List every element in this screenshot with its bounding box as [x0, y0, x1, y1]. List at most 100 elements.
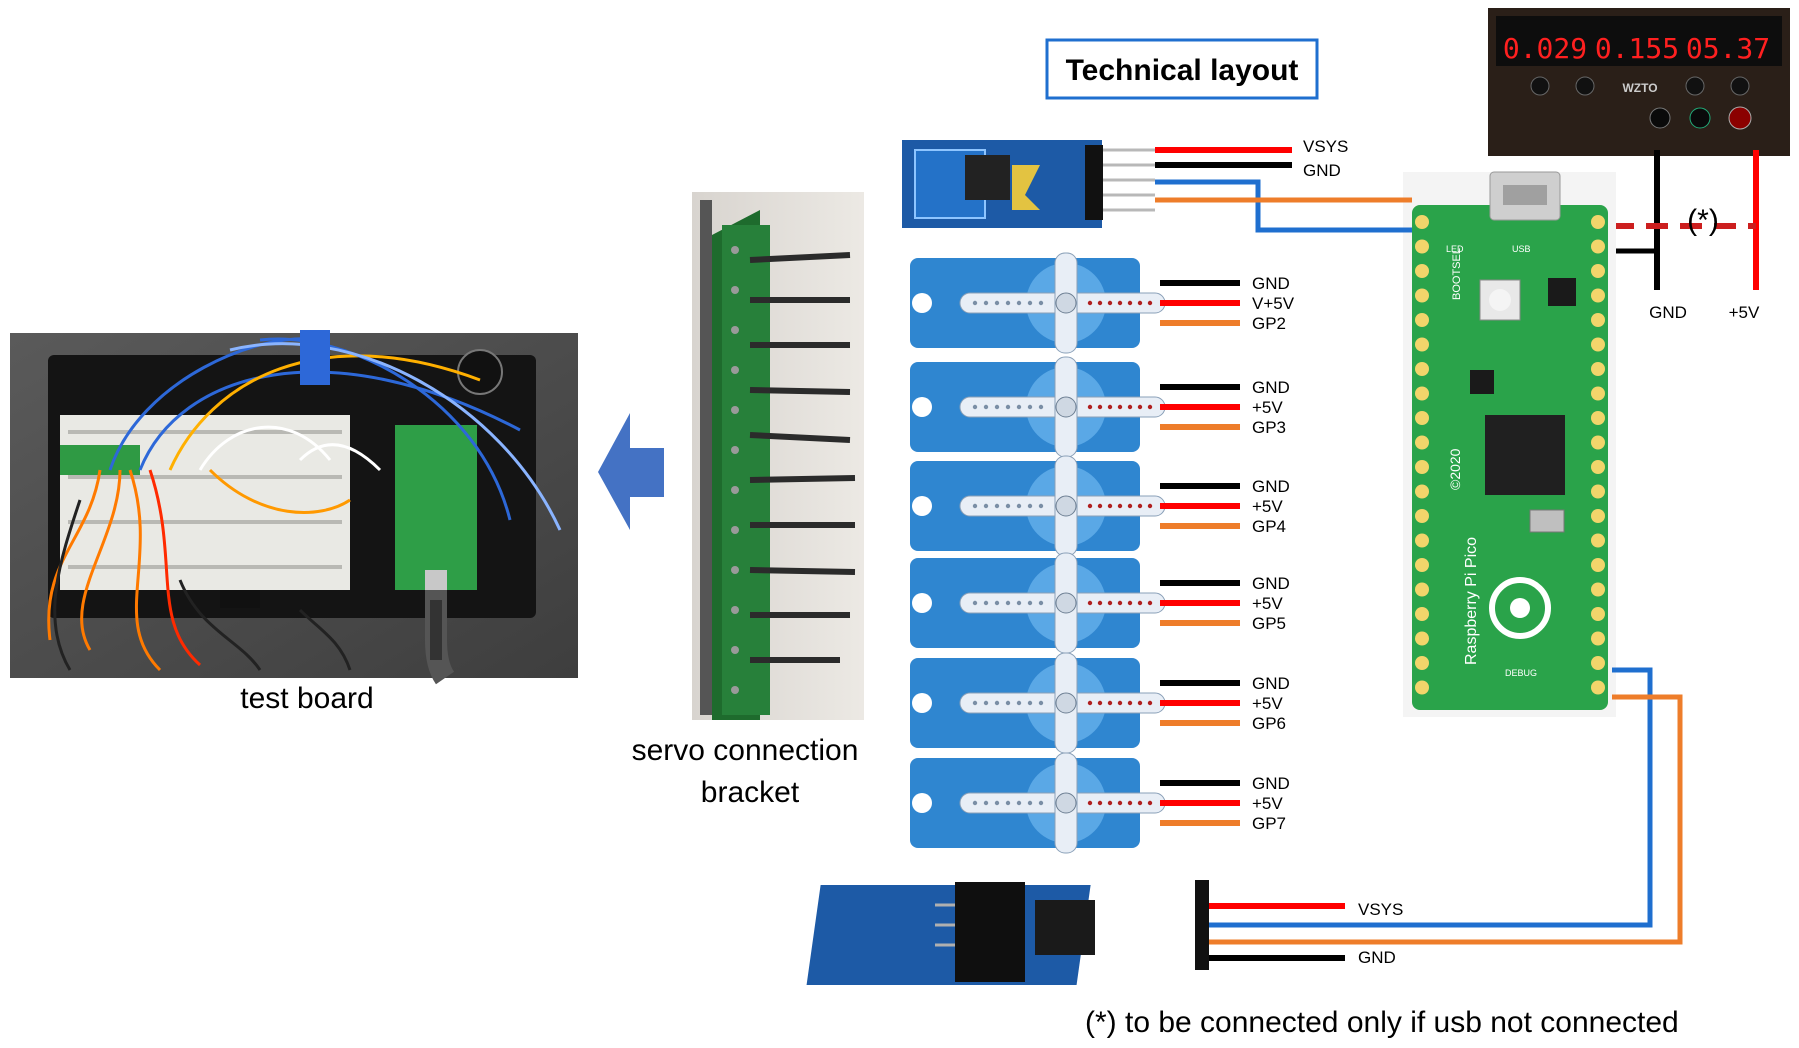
servo-horn-hole: [972, 503, 978, 509]
pico-pin: [1591, 509, 1605, 523]
pico-pin: [1591, 313, 1605, 327]
servo-horn-hole: [994, 300, 1000, 306]
servo-pin-label: GND: [1252, 674, 1290, 693]
servo-horn-hole: [994, 700, 1000, 706]
eeprom-scl-label: SCL: [1160, 931, 1181, 943]
servo-horn-hole: [994, 503, 1000, 509]
servo-horn-hole: [1087, 600, 1093, 606]
eeprom-module: VCC SCL SDA GND: [806, 880, 1209, 985]
bt-tx-wire: [1155, 179, 1412, 233]
optional-link-mark: (*): [1687, 204, 1719, 237]
servo-horn-hole: [1005, 700, 1011, 706]
servo-horn-hole: [1107, 503, 1113, 509]
servo-horn-hole: [972, 800, 978, 806]
servo-pin-label: GP3: [1252, 418, 1286, 437]
servo-mount-hole: [912, 293, 932, 313]
pico-pin: [1415, 435, 1429, 450]
servo-horn-hole: [1005, 404, 1011, 410]
servo-horn-hole: [1147, 503, 1153, 509]
servo-horn-hole: [1117, 404, 1123, 410]
servo-horn-hole: [1016, 700, 1022, 706]
servo-pin-label: +5V: [1252, 794, 1283, 813]
servo-horn-hole: [1016, 503, 1022, 509]
pico-pin: [1415, 582, 1429, 597]
servo-horn-hole: [983, 600, 989, 606]
servo-pin-label: GP5: [1252, 614, 1286, 633]
pico-pin: [1415, 386, 1429, 401]
eeprom-vcc-label: VCC: [1160, 911, 1183, 923]
servo-horn-hole: [983, 800, 989, 806]
servo-horn-hole: [1097, 700, 1103, 706]
psu-gnd-label: GND: [1649, 303, 1687, 322]
servo-horn-hole: [1147, 300, 1153, 306]
servo-horn-hole: [1127, 300, 1133, 306]
pico-pin: [1591, 288, 1605, 303]
servo-horn-hole: [1137, 600, 1143, 606]
servo-horn-hole: [1005, 503, 1011, 509]
test-board-caption: test board: [240, 682, 373, 715]
pico-pin: [1591, 264, 1605, 278]
pico-led-label: LED: [1446, 244, 1464, 254]
footnote: (*) to be connected only if usb not conn…: [1085, 1006, 1679, 1039]
pico-pin: [1415, 680, 1429, 695]
pico-pin: [1415, 239, 1429, 254]
servo-horn-hole: [1087, 700, 1093, 706]
servo-horn-hole: [1097, 600, 1103, 606]
servo-horn-hole: [1127, 404, 1133, 410]
pico-pin: [1591, 215, 1605, 229]
servo-horn-hole: [1117, 800, 1123, 806]
pico-pin: [1591, 239, 1605, 254]
pico-pin: [1415, 656, 1429, 670]
bt-vsys-label: VSYS: [1303, 137, 1348, 156]
servo-horn-hole: [1097, 404, 1103, 410]
pico-pin: [1415, 558, 1429, 572]
pico-pin: [1591, 582, 1605, 597]
servo-horn-hole: [994, 404, 1000, 410]
servo-horn-hole: [1027, 503, 1033, 509]
title-box: [1045, 38, 1319, 100]
pico-pin: [1415, 313, 1429, 327]
servo-horn-hole: [1005, 800, 1011, 806]
psu-display-power: 05.37: [1686, 32, 1770, 65]
servo-pin-label: GP4: [1252, 517, 1286, 536]
servo-horn-hole: [1137, 800, 1143, 806]
pico-pin: [1415, 484, 1429, 499]
pico-name-label: Raspberry Pi Pico: [1463, 537, 1480, 665]
pico-pin: [1591, 533, 1605, 548]
pico-pin: [1591, 631, 1605, 646]
servo-horn-hole: [1087, 800, 1093, 806]
servo-horn-hole: [1107, 700, 1113, 706]
servo-horn-hole: [1107, 404, 1113, 410]
pico-pin: [1591, 607, 1605, 621]
servo-stack: GNDV+5VGP2GND+5VGP3GND+5VGP4GND+5VGP5GND…: [910, 252, 1295, 854]
servo-horn-hole: [983, 503, 989, 509]
servo-horn-hole: [1127, 800, 1133, 806]
eeprom-vsys-pin-label: VSYS: [1358, 900, 1403, 919]
servo-horn-hole: [983, 404, 989, 410]
bracket-caption-line2: bracket: [701, 776, 800, 809]
servo-horn-hole: [1107, 600, 1113, 606]
servo-horn-hole: [1147, 700, 1153, 706]
servo-horn-hole: [1097, 503, 1103, 509]
pico-pin: [1591, 435, 1605, 450]
servo-pin-label: GND: [1252, 378, 1290, 397]
servo-pin-label: GND: [1252, 574, 1290, 593]
servo-horn-hole: [972, 600, 978, 606]
servo-horn-hole: [994, 800, 1000, 806]
psu-display-current: 0.155: [1595, 32, 1679, 65]
servo-horn-hole: [994, 600, 1000, 606]
servo-horn-hole: [1117, 300, 1123, 306]
servo-horn-hole: [1087, 300, 1093, 306]
pico-pin: [1591, 386, 1605, 401]
pico-pin: [1415, 631, 1429, 646]
servo-horn-hole: [1038, 404, 1044, 410]
pico-usb-label: USB: [1512, 244, 1531, 254]
servo-horn-hole: [1087, 404, 1093, 410]
servo-horn-hole: [983, 700, 989, 706]
servo-screw-icon: [1055, 792, 1077, 814]
servo-horn-hole: [1038, 700, 1044, 706]
servo-horn-hole: [1137, 404, 1143, 410]
